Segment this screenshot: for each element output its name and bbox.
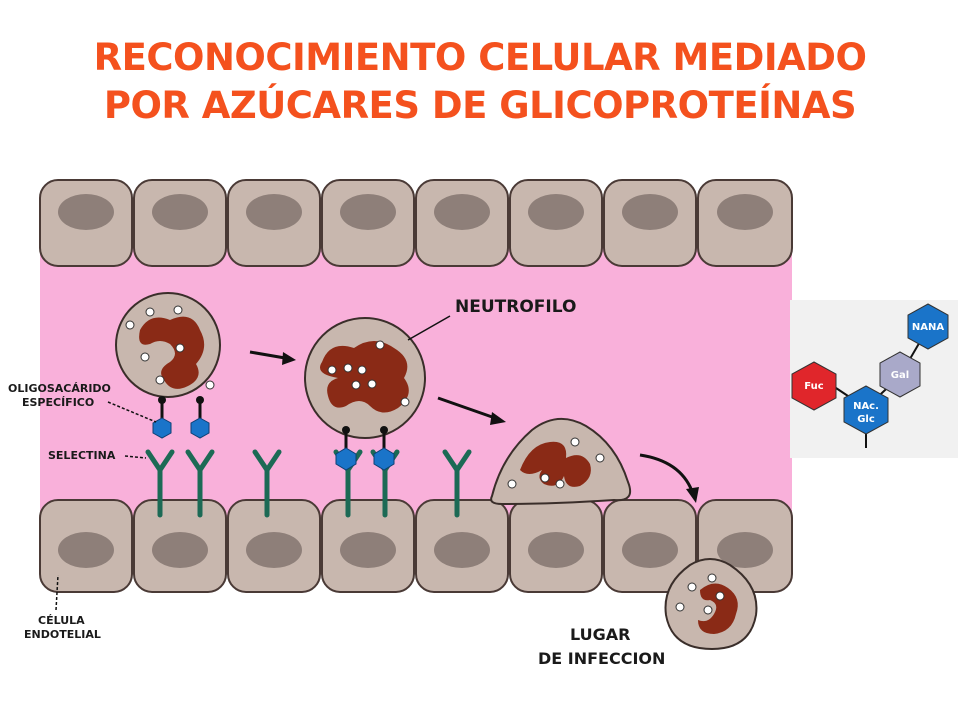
- sugar-unit-nana: NANA: [907, 303, 949, 350]
- oligosaccharide-pair-1: [152, 396, 210, 439]
- endothelial-cell: [509, 499, 603, 593]
- sugar-unit-gal: Gal: [879, 351, 921, 398]
- sugar-unit-gal-label: Gal: [891, 370, 909, 381]
- neutrophil-rolling-1: [115, 292, 221, 398]
- endothelial-cell: [133, 179, 227, 267]
- sugar-unit-nacglc-label-line2: Glc: [857, 414, 875, 425]
- endothelial-cell: [39, 499, 133, 593]
- movement-arrow: [249, 350, 296, 365]
- leader-line-celula: [55, 574, 59, 611]
- endothelial-cell: [227, 179, 321, 267]
- endothelial-cell: [603, 499, 697, 593]
- sugar-unit-fuc-label: Fuc: [804, 381, 823, 392]
- endothelial-cell: [321, 179, 415, 267]
- movement-arrow: [639, 453, 699, 503]
- sugar-unit-nacglc: NAc. Glc: [843, 385, 889, 435]
- diagram-title: RECONOCIMIENTO CELULAR MEDIADO POR AZÚCA…: [0, 34, 960, 130]
- endothelial-row-bottom: [39, 499, 793, 593]
- endothelial-row-top: [39, 179, 793, 267]
- endothelial-cell: [39, 179, 133, 267]
- title-line-1: RECONOCIMIENTO CELULAR MEDIADO: [93, 36, 867, 79]
- endothelial-cell: [509, 179, 603, 267]
- leader-line-neutrofilo: [407, 315, 451, 341]
- endothelial-cell: [321, 499, 415, 593]
- sugar-unit-nacglc-label-line1: NAc.: [853, 401, 879, 412]
- endothelial-cell: [133, 499, 227, 593]
- label-neutrofilo: NEUTROFILO: [455, 297, 576, 317]
- neutrophil-migrating: [490, 418, 632, 506]
- sugar-unit-fuc: Fuc: [791, 361, 837, 411]
- selectin-receptor: [442, 449, 472, 518]
- label-celula-line2: ENDOTELIAL: [24, 628, 101, 641]
- endothelial-cell: [697, 179, 793, 267]
- leader-line-selectina: [124, 455, 147, 459]
- label-celula-line1: CÉLULA: [38, 614, 85, 627]
- neutrophil-bound: [304, 317, 426, 439]
- selectin-receptor: [145, 449, 175, 518]
- endothelial-cell: [415, 179, 509, 267]
- endothelial-cell: [603, 179, 697, 267]
- endothelial-cell: [415, 499, 509, 593]
- neutrophil-extravasated: [664, 558, 758, 651]
- sugar-chain-inset: NANA Gal NAc. Glc Fuc: [790, 300, 958, 458]
- endothelial-cell: [227, 499, 321, 593]
- label-lugar-line1: LUGAR: [570, 625, 630, 644]
- label-oligosacarido-line1: OLIGOSACÁRIDO: [8, 382, 111, 395]
- selectin-receptor: [185, 449, 215, 518]
- sugar-unit-nana-label: NANA: [912, 322, 944, 333]
- oligosaccharide-pair-2: [335, 426, 395, 471]
- movement-arrow: [437, 396, 506, 425]
- label-lugar-line2: DE INFECCION: [538, 649, 665, 668]
- selectin-receptor: [252, 449, 282, 518]
- leader-line-oligosacarido: [107, 401, 157, 423]
- label-selectina: SELECTINA: [48, 449, 116, 462]
- label-oligosacarido-line2: ESPECÍFICO: [22, 396, 94, 409]
- title-line-2: POR AZÚCARES DE GLICOPROTEÍNAS: [103, 84, 857, 127]
